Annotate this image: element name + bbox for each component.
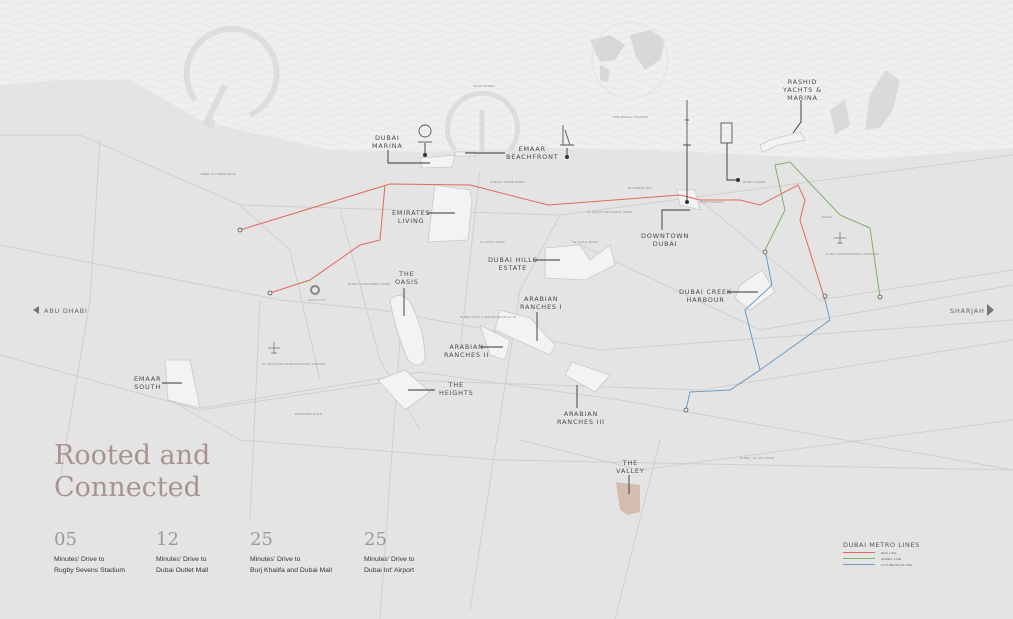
- page-title: Rooted and Connected: [54, 440, 210, 504]
- legend-red-line: RED LINE: [843, 550, 920, 555]
- community-plots: [164, 131, 806, 411]
- title-line-2: Connected: [54, 472, 201, 503]
- label-arabian-ranches-1[interactable]: ARABIAN RANCHES I: [520, 295, 563, 311]
- label-expo-city: EXPO CITY: [308, 298, 326, 302]
- label-polo: DUBAI POLO & EQUESTRIAN CLUB: [460, 315, 516, 319]
- red-line-expo: [269, 184, 386, 294]
- blue-line-2: [759, 299, 831, 371]
- green-line-2: [764, 164, 786, 251]
- label-dubai-hills[interactable]: DUBAI HILLS ESTATE: [488, 256, 538, 272]
- label-burj-khalifa: BURJ KHALIFA: [700, 200, 724, 204]
- plot-emaar-south: [164, 359, 201, 409]
- label-downtown-dubai[interactable]: DOWNTOWN DUBAI: [641, 232, 690, 248]
- ain-dubai-icon: [418, 124, 432, 138]
- label-al-khail-2: AL KHAIL ROAD: [573, 240, 599, 244]
- red-line: [239, 183, 826, 301]
- plot-emirates-living: [427, 184, 473, 243]
- stat-number: 05: [54, 529, 77, 550]
- metro-legend: DUBAI METRO LINES RED LINE GREEN LINE FU…: [843, 541, 920, 567]
- plot-rashid: [759, 131, 806, 153]
- label-emaar-south[interactable]: EMAAR SOUTH: [134, 375, 162, 391]
- label-al-khail-1: AL KHAIL ROAD: [480, 240, 506, 244]
- blue-line-swatch: [843, 564, 875, 565]
- plot-the-valley: [616, 482, 640, 515]
- label-al-quoz: AL QUOZ INDUSTRIAL AREA: [587, 210, 633, 214]
- plot-dubai-hills: [544, 244, 616, 281]
- plot-ar1: [494, 309, 556, 356]
- label-dubai-frame: DUBAI FRAME: [743, 180, 766, 184]
- arrow-right-icon: [987, 304, 994, 316]
- airport-icon: [268, 232, 846, 354]
- title-line-1: Rooted and: [54, 440, 211, 471]
- label-dubai-al-ain: DUBAI - AL AIN ROAD: [740, 456, 775, 460]
- label-the-oasis[interactable]: THE OASIS: [395, 270, 419, 286]
- label-arabian-ranches-3[interactable]: ARABIAN RANCHES III: [557, 410, 605, 426]
- legend-blue-line: FUTURE BLUE LINE: [843, 562, 920, 567]
- arrow-left-icon: [33, 306, 39, 314]
- label-rashid-yachts[interactable]: RASHID YACHTS & MARINA: [783, 78, 822, 102]
- label-world-islands: THE WORLD ISLANDS: [613, 115, 649, 119]
- leader-lines: [162, 100, 802, 494]
- label-dip: DUBAI INVESTMENT PARK: [348, 282, 391, 286]
- label-business-bay: BUSINESS BAY: [628, 186, 653, 190]
- green-line-swatch: [843, 558, 875, 559]
- label-emirates-living[interactable]: EMIRATES LIVING: [392, 209, 431, 225]
- plot-creek: [734, 269, 776, 311]
- stat-number: 25: [250, 529, 273, 550]
- plot-ar2: [479, 324, 511, 361]
- label-deira: DEIRA: [822, 215, 833, 219]
- dubai-frame-icon: [720, 122, 733, 144]
- legend-green-line: GREEN LINE: [843, 556, 920, 561]
- world-islands: [590, 30, 665, 82]
- stat-number: 12: [156, 529, 179, 550]
- label-the-heights[interactable]: THE HEIGHTS: [439, 381, 474, 397]
- plot-ar3: [564, 361, 611, 393]
- stat-number: 25: [364, 529, 387, 550]
- direction-abu-dhabi: ABU DHABI: [44, 307, 88, 315]
- label-emirates-road: EMIRATES ROAD: [295, 412, 323, 416]
- label-arabian-ranches-2[interactable]: ARABIAN RANCHES II: [444, 343, 490, 359]
- expo-city-icon: [310, 285, 320, 295]
- red-line-swatch: [843, 552, 875, 553]
- burj-al-arab-icon: [560, 125, 574, 146]
- label-dubai-creek[interactable]: DUBAI CREEK HARBOUR: [679, 288, 732, 304]
- plot-downtown: [676, 189, 701, 211]
- label-dubai-marina[interactable]: DUBAI MARINA: [372, 134, 403, 150]
- plot-heights: [377, 369, 431, 411]
- palm-jumeirah: [445, 90, 520, 152]
- label-jebel-ali: JEBEL ALI FREE ZONE: [200, 172, 237, 176]
- label-emaar-beachfront[interactable]: EMAAR BEACHFRONT: [506, 145, 559, 161]
- green-line: [774, 161, 881, 298]
- plot-marina: [419, 154, 456, 169]
- label-the-valley[interactable]: THE VALLEY: [616, 459, 645, 475]
- label-palm-island: PALM ISLAND: [473, 84, 495, 88]
- label-al-maktoum: AL MAKTOUM INTERNATIONAL AIRPORT: [262, 362, 327, 366]
- legend-title: DUBAI METRO LINES: [843, 541, 920, 549]
- label-szr: SHEIKH ZAYED ROAD: [490, 180, 525, 184]
- label-dxb: DUBAI INTERNATIONAL AIRPORT: [826, 252, 880, 256]
- direction-sharjah: SHARJAH: [950, 307, 985, 315]
